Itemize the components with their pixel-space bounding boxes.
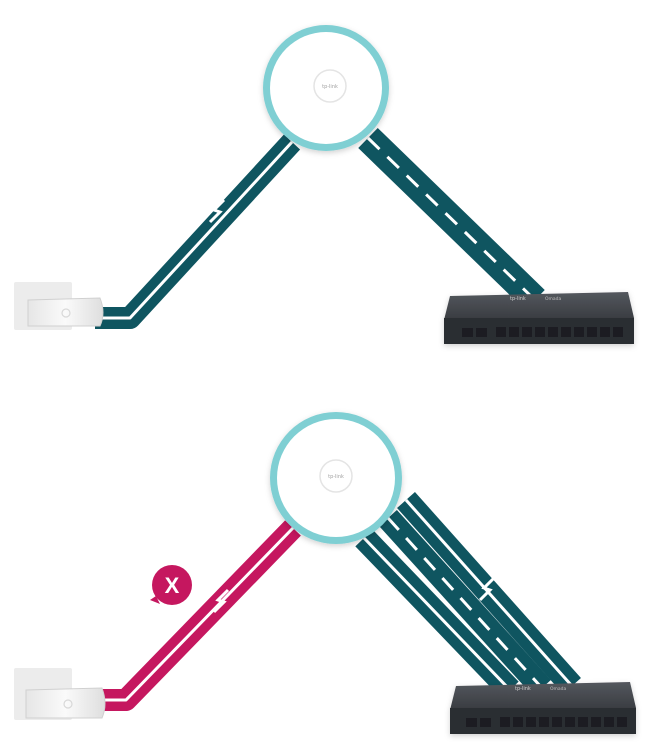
switch-subtitle: Omada (550, 686, 567, 692)
switch-logo: tp-link (510, 296, 526, 302)
fail-badge-label: X (165, 573, 180, 598)
scene-failover: X tp-link tp-link (14, 412, 636, 734)
wired-link (358, 127, 545, 311)
wireless-bolt-icon (208, 198, 226, 224)
wired-link-redundant (355, 492, 581, 699)
wireless-link (95, 134, 301, 329)
wall-plug-extender-icon (14, 668, 106, 720)
scene-normal: tp-link tp-link Omada (14, 25, 634, 344)
ceiling-access-point-icon: tp-link (270, 412, 402, 544)
failure-x-icon: X (150, 565, 192, 605)
network-switch-icon: tp-link Omada (444, 292, 634, 344)
ap-logo: tp-link (328, 474, 344, 480)
network-switch-icon: tp-link Omada (450, 682, 636, 734)
wall-plug-extender-icon (14, 282, 104, 330)
wireless-bolt-icon (478, 576, 496, 602)
wireless-bolt-icon (212, 588, 230, 614)
ap-logo: tp-link (322, 84, 338, 90)
switch-logo: tp-link (515, 686, 531, 692)
ceiling-access-point-icon: tp-link (263, 25, 389, 151)
wireless-link-failed (98, 520, 301, 711)
switch-ports (466, 717, 627, 727)
switch-subtitle: Omada (545, 296, 562, 302)
switch-ports (462, 327, 623, 337)
